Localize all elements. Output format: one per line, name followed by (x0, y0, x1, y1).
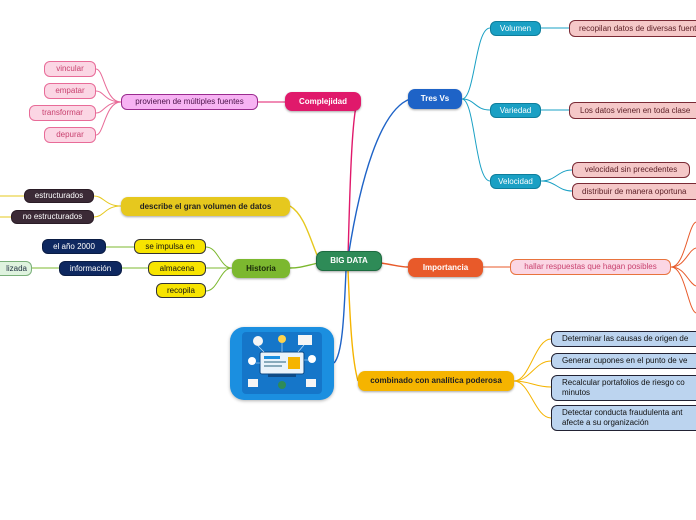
leaf-informacion[interactable]: información (59, 261, 122, 276)
variedad-leaf[interactable]: Los datos vienen en toda clase (569, 102, 696, 119)
leaf-transformar[interactable]: transformar (29, 105, 96, 121)
center-node[interactable]: BIG DATA (316, 251, 382, 271)
almacena-node[interactable]: almacena (148, 261, 206, 276)
velocidad-node[interactable]: Velocidad (490, 174, 541, 189)
leaf-vincular[interactable]: vincular (44, 61, 96, 77)
velocidad-leaf-2[interactable]: distribuir de manera oportuna (572, 183, 696, 200)
analitica-node[interactable]: combinado con analítica poderosa (358, 371, 514, 391)
complejidad-sub-node[interactable]: provienen de múltiples fuentes (121, 94, 258, 110)
historia-node[interactable]: Historia (232, 259, 290, 278)
volumen-node[interactable]: Volumen (490, 21, 541, 36)
analitica-leaf-3[interactable]: Recalcular portafolios de riesgo co minu… (551, 375, 696, 401)
analitica-leaf-4[interactable]: Detectar conducta fraudulenta ant afecte… (551, 405, 696, 431)
volumen-leaf[interactable]: recopilan datos de diversas fuentes (569, 20, 696, 37)
leaf-lizada[interactable]: lizada (0, 261, 32, 276)
importancia-node[interactable]: Importancia (408, 258, 483, 277)
leaf-depurar[interactable]: depurar (44, 127, 96, 143)
big-data-illustration (230, 327, 334, 400)
analitica-leaf-1[interactable]: Determinar las causas de origen de (551, 331, 696, 347)
complejidad-node[interactable]: Complejidad (285, 92, 361, 111)
tres-vs-node[interactable]: Tres Vs (408, 89, 462, 109)
se-impulsa-en-node[interactable]: se impulsa en (134, 239, 206, 254)
importancia-sub-node[interactable]: hallar respuestas que hagan posibles (510, 259, 671, 275)
variedad-node[interactable]: Variedad (490, 103, 541, 118)
analitica-leaf-2[interactable]: Generar cupones en el punto de ve (551, 353, 696, 369)
recopila-node[interactable]: recopila (156, 283, 206, 298)
leaf-ano-2000[interactable]: el año 2000 (42, 239, 106, 254)
leaf-no-estructurados[interactable]: no estructurados (11, 210, 94, 224)
velocidad-leaf-1[interactable]: velocidad sin precedentes (572, 162, 690, 178)
leaf-empatar[interactable]: empatar (44, 83, 96, 99)
leaf-estructurados[interactable]: estructurados (24, 189, 94, 203)
volumen-datos-node[interactable]: describe el gran volumen de datos (121, 197, 290, 216)
